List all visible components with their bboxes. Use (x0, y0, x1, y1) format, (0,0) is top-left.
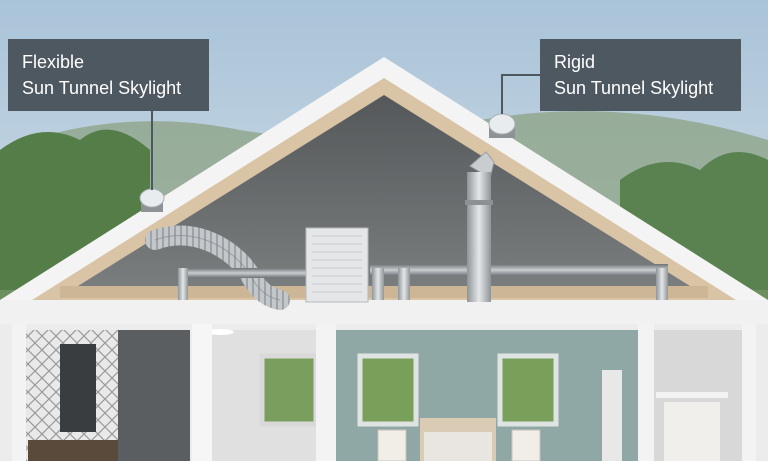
callout-flexible-line2: Sun Tunnel Skylight (22, 78, 182, 98)
rigid-tube-icon (465, 151, 495, 302)
bathroom-counter (28, 440, 118, 461)
wall-divider (12, 324, 26, 461)
wall-divider (192, 324, 212, 461)
callout-rigid-line1: Rigid (554, 52, 596, 72)
hallway-window (259, 353, 319, 427)
closet-shelf (656, 392, 728, 398)
wall-divider (742, 324, 756, 461)
attic-unit (305, 227, 369, 303)
duct-drop-left (178, 268, 188, 300)
callout-rigid-sun-tunnel: Rigid Sun Tunnel Skylight (540, 39, 741, 111)
bathroom-mirror (60, 344, 96, 432)
horizontal-duct-right (370, 264, 668, 276)
wall-divider (316, 324, 336, 461)
duct-drop-mid2 (398, 268, 410, 300)
closet-clothes (664, 402, 720, 461)
ceiling-slab (0, 300, 768, 324)
bed (424, 432, 492, 461)
leader-line-rigid (501, 74, 540, 114)
bedroom-window-right (497, 353, 559, 427)
callout-rigid-line2: Sun Tunnel Skylight (554, 78, 714, 98)
duct-drop-right (656, 268, 668, 300)
ceiling-diffuser-icon (206, 329, 234, 335)
callout-flexible-sun-tunnel: Flexible Sun Tunnel Skylight (8, 39, 209, 111)
nightstand-left (377, 429, 407, 461)
bedroom-window-left (357, 353, 419, 427)
bathroom-side (118, 330, 190, 461)
bedroom-door (602, 370, 622, 461)
duct-drop-mid (372, 268, 384, 300)
horizontal-duct-left (178, 268, 310, 278)
callout-flexible-line1: Flexible (22, 52, 85, 72)
nightstand-right (511, 429, 541, 461)
wall-divider (638, 324, 654, 461)
skylight-dome-icon (139, 188, 165, 212)
skylight-dome-icon (488, 113, 516, 138)
